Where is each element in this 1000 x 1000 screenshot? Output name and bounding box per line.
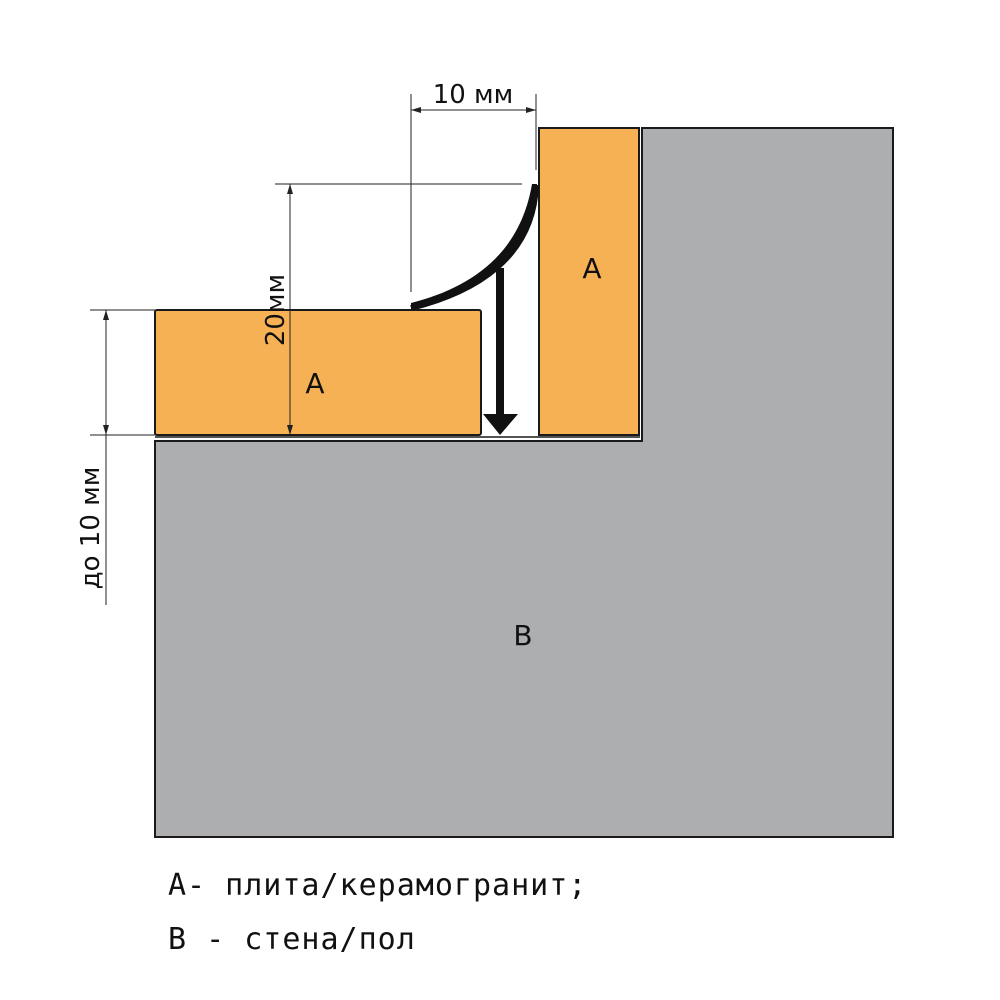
tile-vertical-label: A [582,252,601,285]
dim-10mm-label: 10 мм [433,80,514,110]
tile-horizontal [154,309,482,436]
wall-label: B [513,619,532,652]
legend-a: A- плита/керамогранит; [168,868,588,903]
dim-20mm-label: 20мм [261,274,291,346]
dim-up-to-10mm-label: до 10 мм [76,467,106,590]
tile-horizontal-label: A [305,367,324,400]
dimension-arrows [103,107,536,435]
dimension-lines [90,94,537,605]
legend-b: B - стена/пол [168,922,416,957]
profile-arrowhead [483,414,518,435]
wall-floor-b [154,127,894,838]
tile-vertical [538,127,640,436]
profile-curve [411,184,537,309]
profile-curve-thick [410,184,539,311]
profile-stem [496,268,504,418]
